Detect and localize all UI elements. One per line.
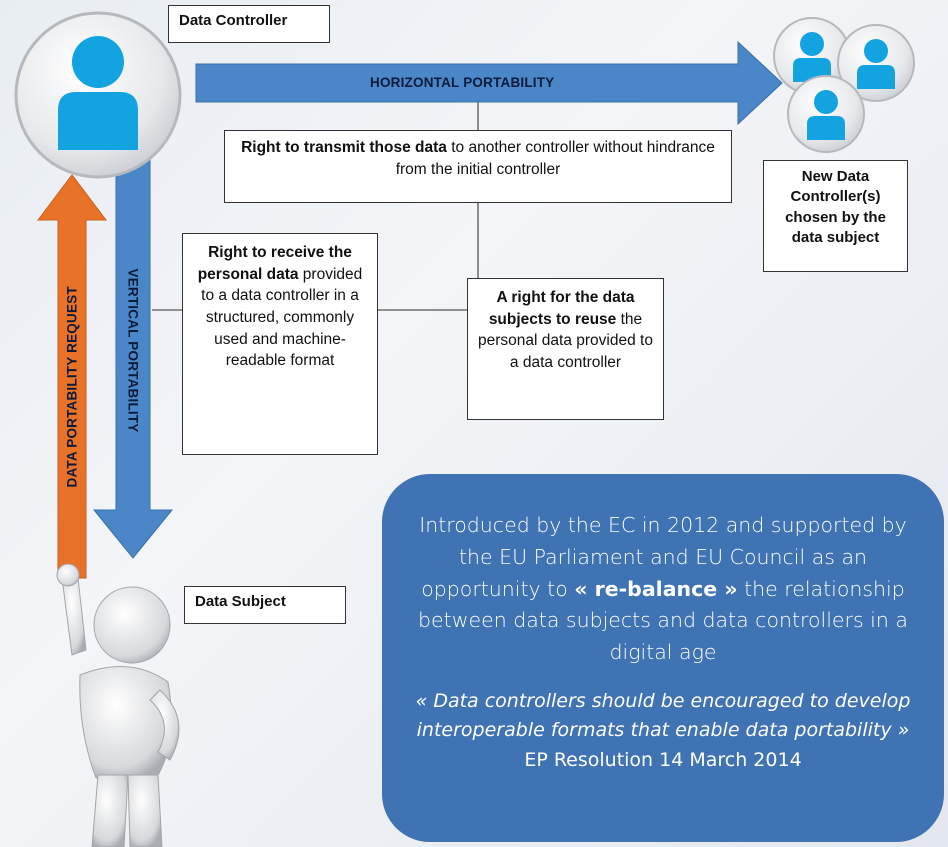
data-controller-label: Data Controller bbox=[168, 5, 330, 43]
bubble-intro-post: the relationship between data subjects a… bbox=[418, 576, 908, 665]
right-to-transmit-box: Right to transmit those data to another … bbox=[224, 130, 732, 203]
bubble-intro-pre: Introduced by the EC in 2012 and support… bbox=[419, 513, 907, 601]
bubble-quote-italic: « Data controllers should be encouraged … bbox=[415, 689, 911, 742]
bubble-intro-bold: « re-balance » bbox=[574, 576, 738, 601]
data-controller-text: Data Controller bbox=[179, 12, 288, 29]
data-controller-icon bbox=[14, 11, 182, 179]
right-to-receive-box: Right to receive the personal data provi… bbox=[182, 233, 378, 455]
right-to-transmit-rest: to another controller without hindrance … bbox=[395, 139, 715, 178]
data-portability-request-text: DATA PORTABILITY REQUEST bbox=[64, 286, 80, 488]
info-bubble: Introduced by the EC in 2012 and support… bbox=[382, 474, 944, 842]
bubble-quote: « Data controllers should be encouraged … bbox=[408, 687, 918, 775]
data-subject-label: Data Subject bbox=[184, 586, 346, 624]
data-portability-request-arrow bbox=[36, 174, 108, 579]
vertical-portability-text: VERTICAL PORTABILITY bbox=[125, 268, 141, 433]
right-to-transmit-bold: Right to transmit those data bbox=[241, 139, 447, 156]
vertical-portability-arrow bbox=[92, 129, 174, 559]
bubble-intro: Introduced by the EC in 2012 and support… bbox=[408, 510, 918, 669]
data-subject-text: Data Subject bbox=[195, 593, 286, 610]
horizontal-portability-text: HORIZONTAL PORTABILITY bbox=[370, 75, 555, 90]
right-to-reuse-bold: A right for the data subjects to reuse bbox=[488, 289, 635, 328]
right-to-reuse-box: A right for the data subjects to reuse t… bbox=[467, 278, 664, 420]
right-to-receive-bold: Right to receive the personal data bbox=[197, 244, 352, 283]
new-controllers-icon bbox=[773, 17, 915, 153]
right-to-receive-rest: provided to a data controller in a struc… bbox=[201, 265, 363, 370]
right-to-reuse-rest: the personal data provided to a data con… bbox=[478, 310, 653, 372]
data-subject-figure bbox=[56, 563, 180, 847]
new-controllers-label: New Data Controller(s) chosen by the dat… bbox=[763, 160, 908, 272]
bubble-quote-rest: EP Resolution 14 March 2014 bbox=[524, 748, 802, 771]
horizontal-portability-arrow bbox=[195, 40, 783, 126]
new-controllers-text: New Data Controller(s) chosen by the dat… bbox=[785, 168, 886, 246]
